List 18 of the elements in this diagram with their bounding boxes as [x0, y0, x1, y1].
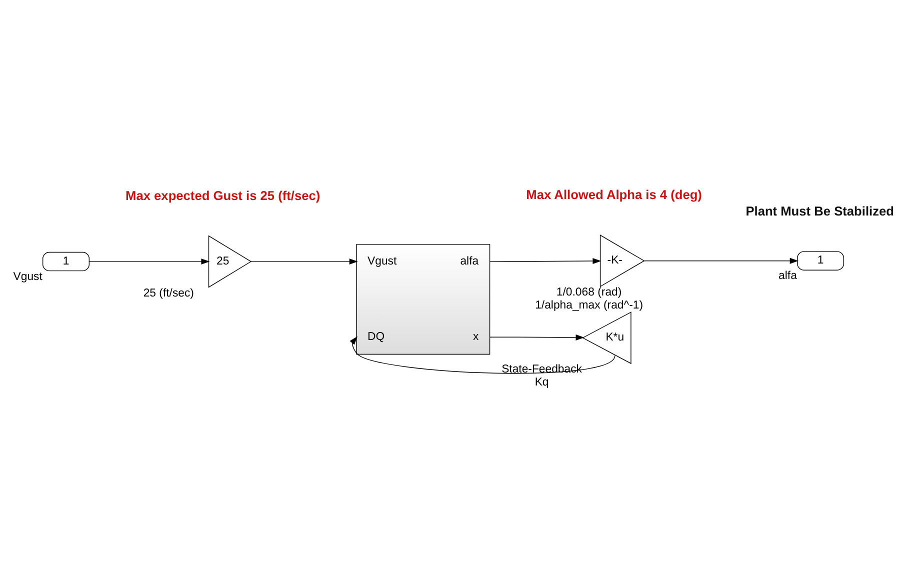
arrow: [88, 258, 210, 264]
node-label: 25 (ft/sec): [143, 286, 194, 299]
label: Plant Must Be Stabilized: [746, 203, 894, 218]
arrow: [250, 258, 358, 264]
node-box: 1: [797, 250, 844, 270]
label: Max expected Gust is 25 (ft/sec): [126, 187, 320, 202]
node-label: 1/alpha_max (rad^-1): [535, 298, 644, 311]
arrow: [644, 257, 798, 264]
arrow: [350, 336, 616, 374]
node-label: Kq: [534, 376, 549, 388]
node-label: Vgust: [13, 270, 42, 282]
node-label: 1/0.068 (rad): [556, 286, 622, 298]
label: Max Allowed Alpha is 4 (deg): [526, 186, 702, 202]
arrow: [489, 334, 584, 340]
node-label: alfa: [778, 270, 797, 282]
arrow: [489, 258, 602, 264]
node-box: 1: [42, 251, 90, 271]
node-label: State-Feedback: [502, 363, 582, 376]
